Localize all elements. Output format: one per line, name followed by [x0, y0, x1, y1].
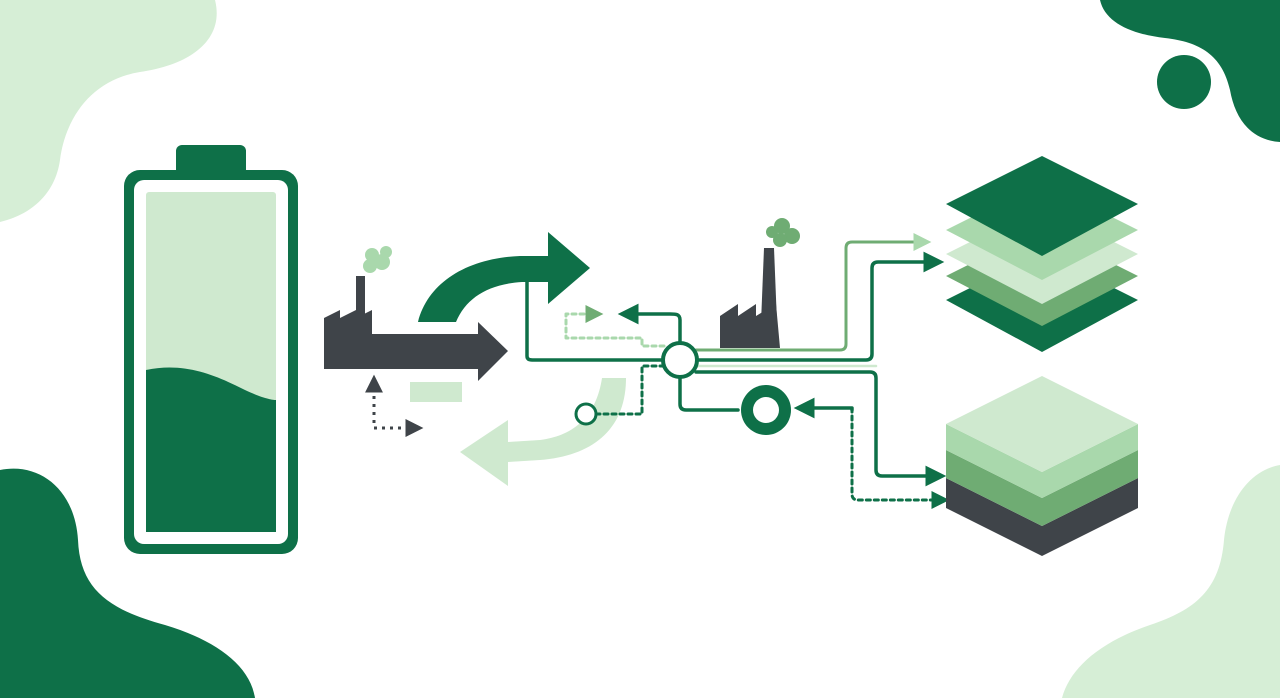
corner-blob-top-left [0, 0, 217, 222]
dotted-connector-left [365, 374, 424, 437]
factory-icon [324, 246, 392, 336]
node-circle-icon [661, 341, 699, 379]
node-ring-inner [753, 397, 779, 423]
flow-connectors [525, 233, 950, 509]
node-small-icon [574, 402, 598, 426]
corner-blob-top-right [1100, 0, 1280, 142]
corner-dot-top-right [1157, 55, 1211, 109]
process-arrow-icon [324, 322, 508, 381]
corner-blob-bottom-right [1062, 465, 1280, 698]
recycle-arrows-icon [418, 232, 626, 486]
factory-icon [720, 218, 800, 348]
layered-material-stack-icon [946, 156, 1138, 352]
battery-icon [124, 145, 298, 554]
corner-blob-bottom-left [0, 468, 255, 698]
minus-bar-icon [410, 382, 462, 402]
material-block-icon [946, 376, 1138, 556]
battery-charge-level [146, 367, 276, 532]
